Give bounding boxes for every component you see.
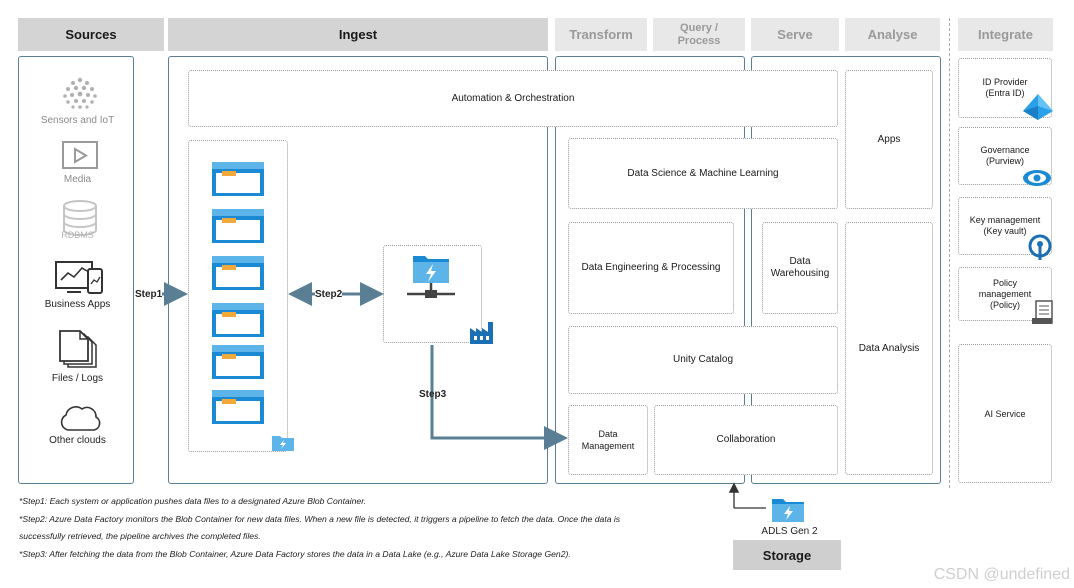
- collaboration-box: Collaboration: [654, 405, 838, 475]
- id-provider-label: ID Provider (Entra ID): [982, 77, 1028, 98]
- data-engineering-box: Data Engineering & Processing: [568, 222, 734, 314]
- ai-service-label: AI Service: [984, 408, 1026, 419]
- header-serve: Serve: [751, 18, 839, 51]
- media-icon: [62, 141, 98, 169]
- data-warehousing-box: Data Warehousing: [762, 222, 838, 314]
- step1-label: Step1: [135, 289, 163, 300]
- header-ingest: Ingest: [168, 18, 548, 51]
- source-media-label: Media: [63, 174, 92, 185]
- header-integrate: Integrate: [958, 18, 1053, 51]
- data-warehousing-label: Data Warehousing: [770, 256, 830, 279]
- apps-box: Apps: [845, 70, 933, 209]
- policy-management-box: Policy management (Policy): [958, 267, 1052, 321]
- key-management-box: Key management (Key vault): [958, 197, 1052, 255]
- files-logs-icon: [59, 330, 97, 368]
- storage-container-icon: [272, 436, 294, 451]
- automation-label: Automation & Orchestration: [451, 92, 575, 104]
- source-sensors-label: Sensors and IoT: [40, 115, 115, 126]
- sensors-iot-icon: [63, 77, 97, 109]
- header-storage: Storage: [733, 540, 841, 570]
- blob-folders-icon: [212, 162, 264, 424]
- note-step3: *Step3: After fetching the data from the…: [19, 549, 571, 559]
- policy-label: Policy management (Policy): [978, 277, 1032, 310]
- governance-label: Governance (Purview): [980, 145, 1030, 166]
- entra-id-icon: [1023, 94, 1053, 120]
- source-rdbms-label: RDBMS: [61, 230, 94, 240]
- header-sources: Sources: [18, 18, 164, 51]
- data-science-ml-box: Data Science & Machine Learning: [568, 138, 838, 209]
- note-step2: *Step2: Azure Data Factory monitors the …: [19, 514, 621, 524]
- cloud-icon: [60, 406, 101, 431]
- source-business-apps-label: Business Apps: [44, 299, 111, 310]
- header-transform: Transform: [555, 18, 647, 51]
- factory-icon: [470, 322, 493, 344]
- data-analysis-box: Data Analysis: [845, 222, 933, 475]
- note-step2-cont: successfully retrieved, the pipeline arc…: [19, 531, 261, 541]
- policy-icon: [1032, 300, 1053, 324]
- adls-folder-icon: [772, 499, 804, 522]
- key-vault-icon: [1028, 234, 1052, 260]
- data-management-box: Data Management: [568, 405, 648, 475]
- integrate-divider: [949, 18, 950, 488]
- collaboration-label: Collaboration: [716, 434, 776, 445]
- automation-orchestration-box: Automation & Orchestration: [188, 70, 838, 127]
- unity-catalog-box: Unity Catalog: [568, 326, 838, 394]
- header-analyse: Analyse: [845, 18, 940, 51]
- ai-service-box: AI Service: [958, 344, 1052, 483]
- purview-icon: [1023, 170, 1051, 186]
- data-engineering-label: Data Engineering & Processing: [581, 262, 721, 273]
- key-management-label: Key management (Key vault): [969, 215, 1041, 236]
- source-other-clouds-label: Other clouds: [49, 435, 106, 446]
- adls-label: ADLS Gen 2: [761, 526, 818, 537]
- business-apps-icon: [55, 261, 103, 294]
- watermark: CSDN @undefined: [933, 566, 1070, 583]
- header-query-process: Query / Process: [653, 18, 745, 51]
- data-science-label: Data Science & Machine Learning: [627, 167, 779, 179]
- source-files-logs-label: Files / Logs: [51, 373, 104, 384]
- note-step1: *Step1: Each system or application pushe…: [19, 496, 367, 506]
- step2-label: Step2: [315, 289, 343, 300]
- database-icon: [63, 200, 97, 236]
- data-management-label: Data Management: [581, 429, 635, 451]
- apps-label: Apps: [877, 133, 901, 145]
- data-analysis-label: Data Analysis: [858, 342, 920, 354]
- data-factory-pipeline-icon: [407, 256, 455, 298]
- step3-label: Step3: [419, 389, 447, 400]
- unity-catalog-label: Unity Catalog: [672, 354, 734, 365]
